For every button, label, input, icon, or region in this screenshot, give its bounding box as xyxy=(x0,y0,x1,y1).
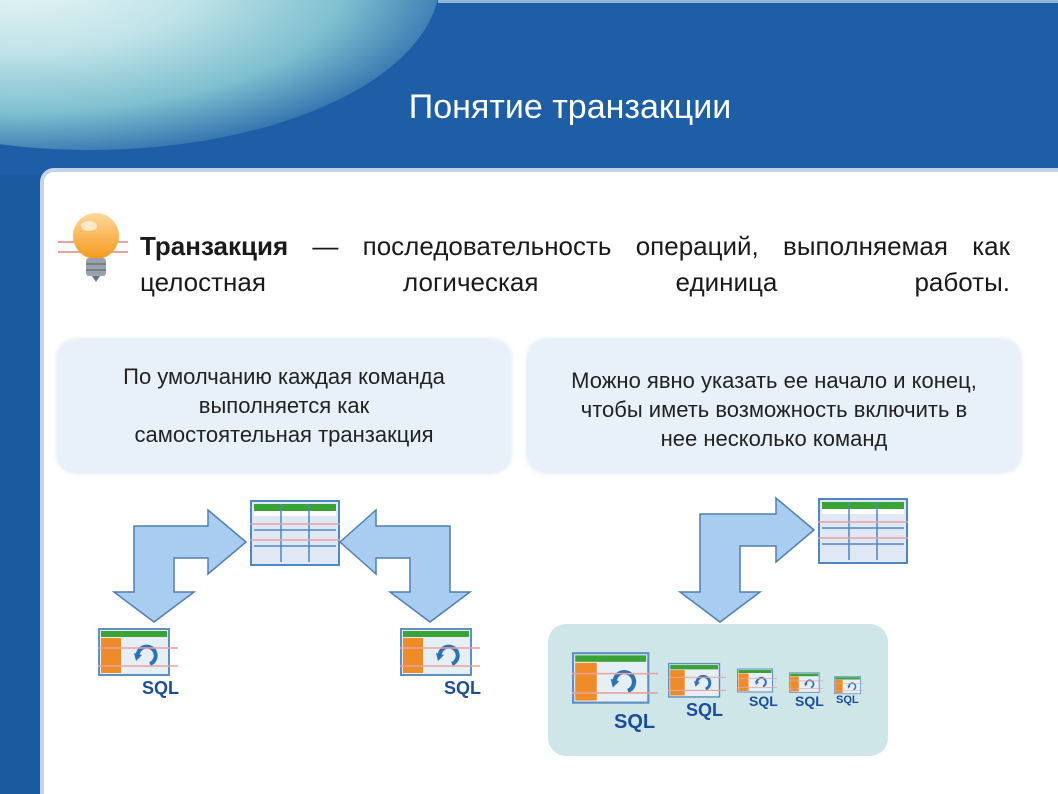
arrow-icon xyxy=(111,508,248,623)
definition-text: Транзакция — последовательность операций… xyxy=(140,228,1010,300)
sql-label: SQL xyxy=(686,700,723,720)
sql-label: SQL xyxy=(795,693,824,709)
sql-command-icon: SQL xyxy=(98,628,179,698)
bubble-default-transaction: По умолчанию каждая команда выполняется … xyxy=(58,340,510,472)
bubble-explicit-transaction: Можно явно указать ее начало и конец, чт… xyxy=(528,340,1020,472)
bubble-line: выполняется как xyxy=(198,393,370,418)
sql-command-icon: SQL xyxy=(400,628,481,698)
sql-label: SQL xyxy=(142,678,179,698)
bubble-line: самостоятельная транзакция xyxy=(134,422,434,447)
header-line xyxy=(438,0,1058,3)
database-table-icon xyxy=(818,498,908,564)
bubble-line: Можно явно указать ее начало и конец, xyxy=(571,368,977,393)
arrow-icon xyxy=(338,508,473,623)
slide-title: Понятие транзакции xyxy=(408,88,732,126)
sql-command-icon: SQL xyxy=(737,668,778,709)
sql-label: SQL xyxy=(749,693,778,709)
sql-label: SQL xyxy=(614,711,655,733)
sql-label: SQL xyxy=(836,694,859,706)
definition-body: — последовательность операций, выполняем… xyxy=(140,231,1010,297)
sql-label: SQL xyxy=(444,678,481,698)
bubble-line: нее несколько команд xyxy=(660,426,888,451)
sql-command-icon: SQL xyxy=(668,662,726,720)
definition-term: Транзакция xyxy=(140,231,289,261)
arrow-icon xyxy=(677,496,816,623)
bubble-line: По умолчанию каждая команда xyxy=(123,364,445,389)
bubble-line: чтобы иметь возможность включить в xyxy=(580,397,968,422)
database-table-icon xyxy=(250,500,340,566)
sql-command-icon: SQL xyxy=(834,676,864,706)
lightbulb-icon xyxy=(58,213,128,282)
sql-command-icon: SQL xyxy=(789,672,824,709)
sql-command-icon: SQL xyxy=(572,653,658,733)
